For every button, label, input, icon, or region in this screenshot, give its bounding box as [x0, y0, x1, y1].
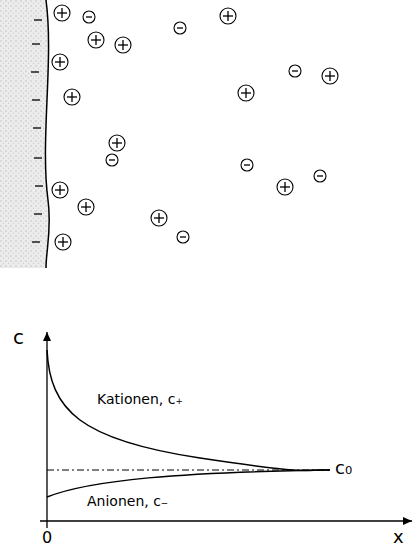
anion-curve — [47, 470, 330, 497]
surface-charge — [34, 157, 42, 158]
surface-boundary — [45, 0, 49, 268]
ion-sign — [122, 40, 123, 50]
surface-charge — [33, 127, 41, 128]
cation — [55, 234, 71, 250]
ion-circle — [115, 37, 131, 53]
ion-circle — [322, 68, 338, 84]
ion-sign — [59, 57, 60, 67]
ion-circle — [289, 65, 301, 77]
ion-sign — [177, 27, 183, 28]
ion-circle — [241, 159, 253, 171]
axis-label: x — [392, 527, 405, 547]
curve-label: Kationen, c₊ — [96, 392, 184, 407]
ion-sign — [292, 70, 298, 71]
cation — [64, 89, 80, 105]
surface-charge — [32, 241, 40, 242]
ion-circle — [64, 89, 80, 105]
ions — [52, 5, 338, 250]
ion-circle — [52, 54, 68, 70]
axis-label: c — [12, 326, 25, 348]
ion-sign — [227, 11, 228, 21]
ion-circle — [78, 199, 94, 215]
ion-sign — [244, 164, 250, 165]
cation — [115, 37, 131, 53]
cation — [220, 8, 236, 24]
surface-charge — [34, 19, 42, 20]
ion-circle — [109, 135, 125, 151]
level-label: c₀ — [334, 458, 353, 478]
cation — [277, 179, 293, 195]
ion-sign — [109, 159, 115, 160]
surface-charges — [31, 20, 43, 242]
ion-sign — [61, 8, 62, 18]
ion-sign — [71, 92, 72, 102]
ion-sign — [86, 16, 92, 17]
cation — [88, 32, 104, 48]
ion-circle — [314, 170, 326, 182]
cation — [52, 54, 68, 70]
ion-sign — [180, 236, 186, 237]
x-axis — [40, 520, 412, 521]
curve-label: Anionen, c₋ — [86, 494, 169, 509]
ion-sign — [95, 35, 96, 45]
ion-circle — [174, 22, 186, 34]
ion-circle — [220, 8, 236, 24]
surface-charge — [35, 185, 43, 186]
surface-charge — [34, 213, 42, 214]
ion-circle — [52, 182, 68, 198]
cation — [238, 85, 254, 101]
electrode-surface — [0, 0, 49, 268]
ion-sign — [158, 213, 159, 223]
anion — [174, 22, 186, 34]
ion-sign — [317, 175, 323, 176]
ion-sign — [284, 182, 285, 192]
ion-sign — [329, 71, 330, 81]
ion-circle — [55, 234, 71, 250]
ion-circle — [88, 32, 104, 48]
anion — [314, 170, 326, 182]
anion — [289, 65, 301, 77]
ion-circle — [151, 210, 167, 226]
ion-sign — [62, 237, 63, 247]
ion-sign — [59, 185, 60, 195]
ion-circle — [177, 231, 189, 243]
ion-circle — [54, 5, 70, 21]
cation — [78, 199, 94, 215]
anion — [241, 159, 253, 171]
cation — [109, 135, 125, 151]
ion-circle — [238, 85, 254, 101]
surface-charge — [32, 43, 40, 44]
axis-tick-label: 0 — [41, 529, 53, 547]
anion — [106, 154, 118, 166]
anion — [177, 231, 189, 243]
surface-charge — [32, 99, 40, 100]
ion-circle — [277, 179, 293, 195]
cation — [52, 182, 68, 198]
ion-circle — [83, 11, 95, 23]
ion-sign — [85, 202, 86, 212]
cation — [151, 210, 167, 226]
cation-curve — [47, 350, 330, 471]
surface-charge — [31, 71, 39, 72]
anion — [83, 11, 95, 23]
ion-sign — [116, 138, 117, 148]
ion-circle — [106, 154, 118, 166]
cation — [322, 68, 338, 84]
ion-sign — [245, 88, 246, 98]
cation — [54, 5, 70, 21]
